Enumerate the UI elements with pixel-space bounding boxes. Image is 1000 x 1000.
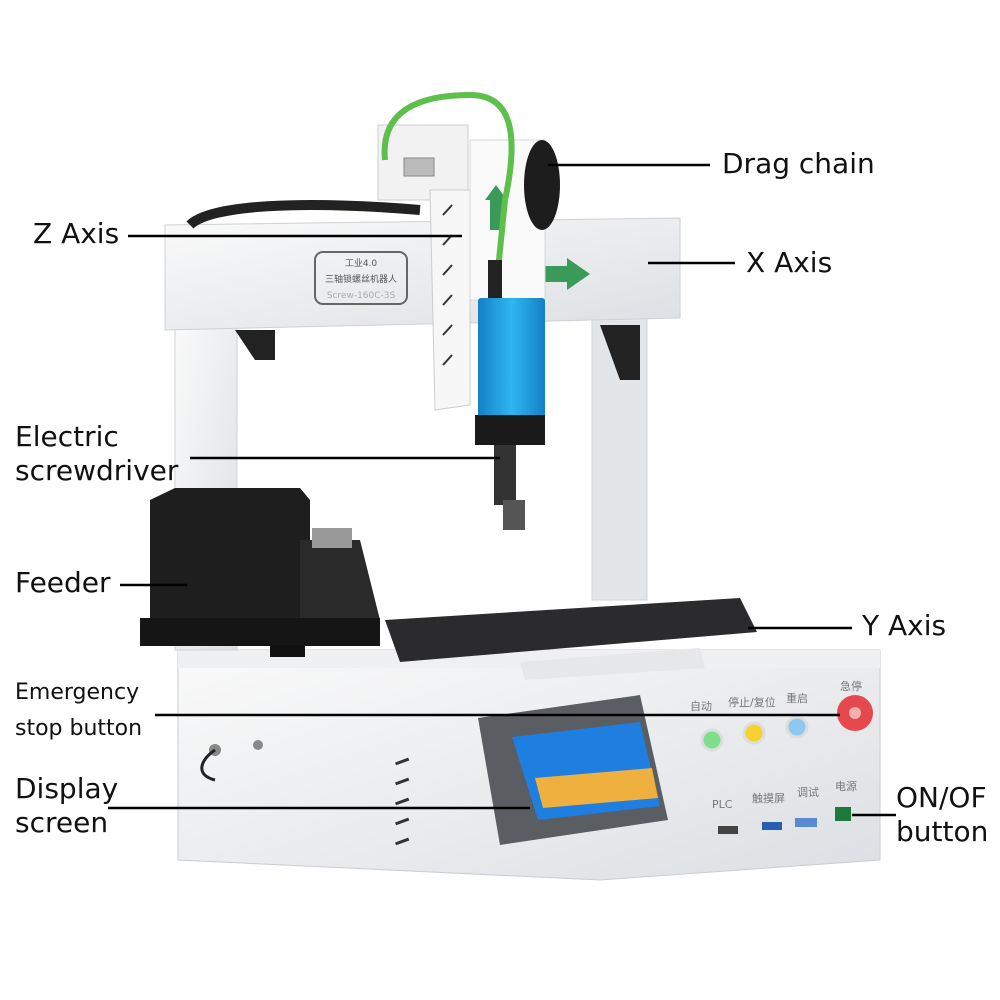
label-line: stop button bbox=[15, 716, 143, 741]
label-line: ON/OF bbox=[896, 781, 987, 814]
label-electric-screwdriver: Electric screwdriver bbox=[15, 420, 178, 488]
label-on-off-button: ON/OF button bbox=[896, 781, 988, 849]
stop-reset-button bbox=[742, 721, 766, 745]
svg-text:重启: 重启 bbox=[786, 691, 808, 705]
start-button bbox=[700, 728, 724, 752]
svg-text:自动: 自动 bbox=[690, 700, 712, 713]
panel-labels: 自动 停止/复位 重启 急停 PLC 触摸屏 调试 电源 bbox=[690, 679, 862, 811]
svg-text:调试: 调试 bbox=[797, 786, 819, 799]
z-arrow-icon bbox=[485, 185, 507, 230]
leader-lines bbox=[108, 163, 896, 817]
label-line: Display bbox=[15, 772, 119, 805]
label-z-axis: Z Axis bbox=[33, 217, 120, 250]
svg-text:触摸屏: 触摸屏 bbox=[752, 791, 785, 805]
electric-screwdriver bbox=[475, 260, 545, 530]
svg-text:急停: 急停 bbox=[840, 679, 862, 693]
label-line: Electric bbox=[15, 420, 119, 453]
restart-button bbox=[785, 715, 809, 739]
y-axis-table bbox=[385, 598, 757, 680]
x-axis-beam: 工业4.0 三轴锁螺丝机器人 Screw-160C-3S bbox=[164, 200, 681, 331]
display-screen bbox=[478, 695, 668, 845]
label-line: button bbox=[896, 815, 989, 848]
label-emergency-stop: Emergency stop button bbox=[15, 675, 142, 747]
label-y-axis: Y Axis bbox=[862, 609, 947, 642]
label-drag-chain: Drag chain bbox=[722, 147, 875, 180]
svg-text:PLC: PLC bbox=[712, 798, 733, 811]
cable bbox=[381, 91, 515, 301]
label-line: Emergency bbox=[15, 680, 140, 705]
plate-text: 工业4.0 bbox=[345, 258, 378, 269]
power-switch bbox=[835, 807, 851, 821]
svg-text:停止/复位: 停止/复位 bbox=[728, 695, 776, 709]
svg-text:电源: 电源 bbox=[835, 779, 857, 793]
label-x-axis: X Axis bbox=[746, 246, 833, 279]
label-display-screen: Display screen bbox=[15, 772, 118, 840]
plate-text: Screw-160C-3S bbox=[327, 291, 396, 301]
feeder bbox=[140, 488, 380, 657]
label-line: screwdriver bbox=[15, 454, 179, 487]
label-line: screen bbox=[15, 806, 109, 839]
label-feeder: Feeder bbox=[15, 566, 111, 599]
plate-text: 三轴锁螺丝机器人 bbox=[325, 273, 397, 285]
drag-chain bbox=[524, 140, 560, 230]
